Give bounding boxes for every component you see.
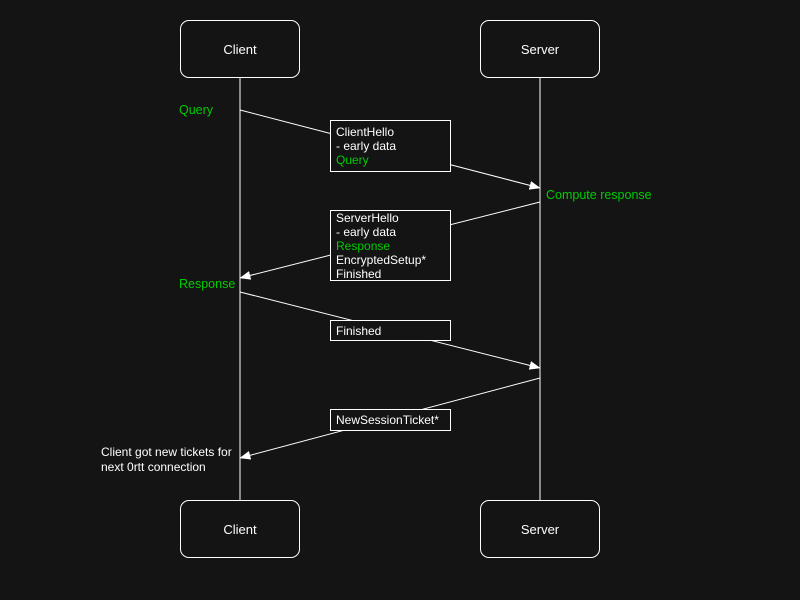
message-line: EncryptedSetup*: [336, 252, 427, 267]
actor-server-top: Server: [480, 20, 600, 78]
actor-server-bottom: Server: [480, 500, 600, 558]
message-line: ClientHello: [336, 125, 395, 139]
message-line: Finished: [336, 323, 382, 338]
message-line: ServerHello: [336, 210, 399, 225]
label-query: Query: [179, 103, 214, 117]
actor-server-bottom-label: Server: [520, 521, 560, 537]
message-line: - early data: [336, 224, 397, 239]
note-line-2: next 0rtt connection: [101, 460, 206, 474]
message-box-finished: Finished: [330, 320, 451, 341]
actor-client-top: Client: [180, 20, 300, 78]
message-line: Response: [336, 238, 391, 253]
message-line: NewSessionTicket*: [336, 413, 439, 427]
message-line: Query: [336, 153, 369, 167]
label-response: Response: [179, 277, 236, 291]
actor-client-top-label: Client: [223, 41, 257, 57]
note-new-tickets: Client got new tickets for next 0rtt con…: [101, 445, 232, 475]
message-box-clienthello: ClientHello - early data Query: [330, 120, 451, 172]
actor-client-bottom-label: Client: [223, 521, 257, 537]
message-box-newsessionticket: NewSessionTicket*: [330, 409, 451, 431]
note-line-1: Client got new tickets for: [101, 445, 232, 459]
message-line: Finished: [336, 266, 382, 281]
message-box-serverhello: ServerHello - early data Response Encryp…: [330, 210, 451, 281]
message-line: - early data: [336, 139, 397, 153]
actor-client-bottom: Client: [180, 500, 300, 558]
actor-server-top-label: Server: [520, 41, 560, 57]
label-compute-response: Compute response: [546, 188, 652, 202]
